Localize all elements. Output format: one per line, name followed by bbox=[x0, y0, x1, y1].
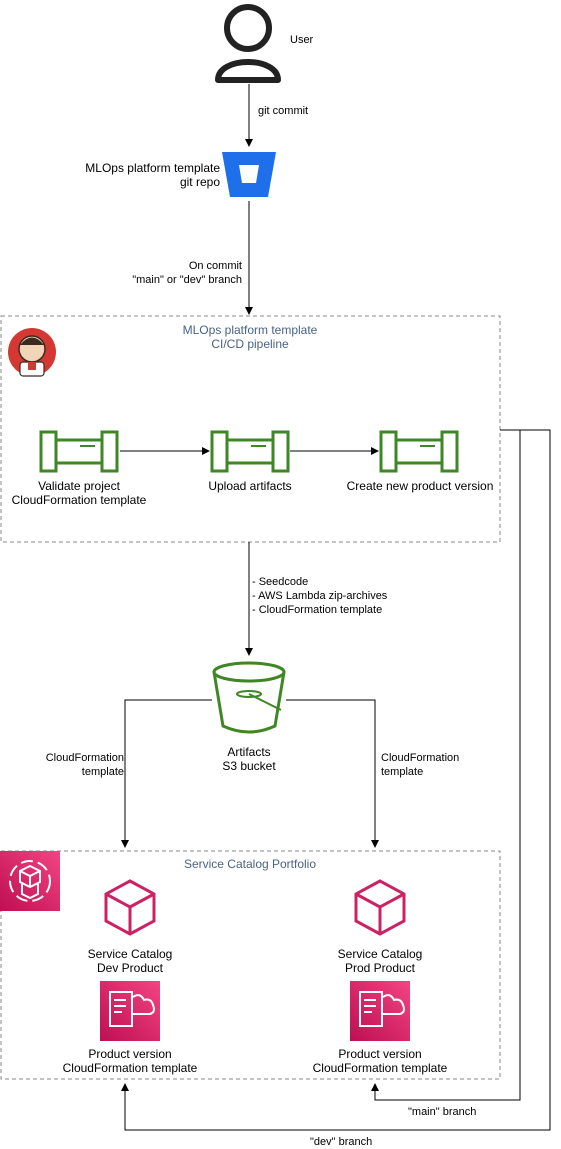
service-catalog-icon bbox=[0, 851, 60, 911]
edge-dev-branch bbox=[121, 429, 551, 1131]
user-icon bbox=[215, 4, 281, 83]
stage-icon-create bbox=[379, 430, 459, 473]
prod-version-label: Product version CloudFormation template bbox=[295, 1047, 465, 1075]
repo-label-line1: MLOps platform template bbox=[85, 161, 220, 175]
cf-template-icon-prod bbox=[350, 981, 410, 1041]
on-commit-line2: "main" or "dev" branch bbox=[132, 274, 242, 286]
dev-product-line2: Dev Product bbox=[96, 961, 164, 975]
cf-template-icon-dev bbox=[100, 981, 160, 1041]
prod-version-line1: Product version bbox=[338, 1047, 422, 1061]
pipeline-group bbox=[0, 315, 501, 543]
edge-label-dev-branch: "dev" branch bbox=[310, 1136, 373, 1148]
edge-label-artifacts: - Seedcode - AWS Lambda zip-archives - C… bbox=[252, 575, 387, 617]
prod-product-line2: Prod Product bbox=[344, 961, 416, 975]
bitbucket-icon bbox=[222, 152, 276, 197]
product-icon-prod bbox=[354, 879, 406, 936]
stage-validate-line2: CloudFormation template bbox=[11, 493, 147, 507]
pipeline-title-line1: MLOps platform template bbox=[182, 323, 318, 337]
pipeline-title-line2: CI/CD pipeline bbox=[211, 337, 289, 351]
product-icon-dev bbox=[104, 879, 156, 936]
artifacts-line3: - CloudFormation template bbox=[252, 604, 383, 616]
stage-icon-upload bbox=[210, 430, 290, 473]
dev-product-label: Service Catalog Dev Product bbox=[55, 947, 205, 975]
user-label: User bbox=[290, 34, 314, 46]
artifacts-line2: - AWS Lambda zip-archives bbox=[252, 590, 388, 602]
portfolio-title: Service Catalog Portfolio bbox=[183, 857, 317, 871]
pipeline-title: MLOps platform template CI/CD pipeline bbox=[150, 323, 350, 351]
on-commit-line1: On commit bbox=[188, 260, 242, 272]
dev-version-label: Product version CloudFormation template bbox=[45, 1047, 215, 1075]
dev-version-line1: Product version bbox=[88, 1047, 172, 1061]
edge-label-on-commit: On commit "main" or "dev" branch bbox=[100, 259, 242, 287]
cf-right-line2: template bbox=[381, 766, 424, 778]
stage-validate-line1: Validate project bbox=[38, 479, 120, 493]
cf-left-line2: template bbox=[81, 766, 124, 778]
bucket-line2: S3 bucket bbox=[222, 759, 276, 773]
stage-icon-validate bbox=[39, 430, 119, 473]
edge-bucket-to-prod bbox=[286, 699, 379, 848]
edge-label-git-commit: git commit bbox=[258, 104, 309, 118]
jenkins-icon bbox=[8, 328, 56, 377]
stage-label-validate: Validate project CloudFormation template bbox=[0, 479, 158, 507]
portfolio-group bbox=[0, 850, 501, 1080]
edge-label-main-branch: "main" branch bbox=[408, 1106, 477, 1118]
prod-product-label: Service Catalog Prod Product bbox=[305, 947, 455, 975]
bucket-line1: Artifacts bbox=[227, 745, 271, 759]
repo-label: MLOps platform template git repo bbox=[60, 161, 220, 189]
s3-bucket-icon bbox=[212, 661, 286, 734]
edge-label-cf-left: CloudFormation template bbox=[30, 751, 124, 779]
stage-label-create: Create new product version bbox=[346, 479, 494, 493]
edge-bucket-to-dev bbox=[121, 699, 212, 848]
prod-product-line1: Service Catalog bbox=[337, 947, 423, 961]
artifacts-line1: - Seedcode bbox=[252, 576, 309, 588]
stage-label-upload: Upload artifacts bbox=[208, 479, 292, 493]
cf-left-line1: CloudFormation bbox=[45, 752, 124, 764]
dev-version-line2: CloudFormation template bbox=[62, 1061, 198, 1075]
bucket-label: Artifacts S3 bucket bbox=[199, 745, 299, 773]
edge-label-cf-right: CloudFormation template bbox=[381, 751, 459, 779]
repo-label-line2: git repo bbox=[179, 175, 220, 189]
cf-right-line1: CloudFormation bbox=[381, 752, 460, 764]
dev-product-line1: Service Catalog bbox=[87, 947, 173, 961]
prod-version-line2: CloudFormation template bbox=[312, 1061, 448, 1075]
